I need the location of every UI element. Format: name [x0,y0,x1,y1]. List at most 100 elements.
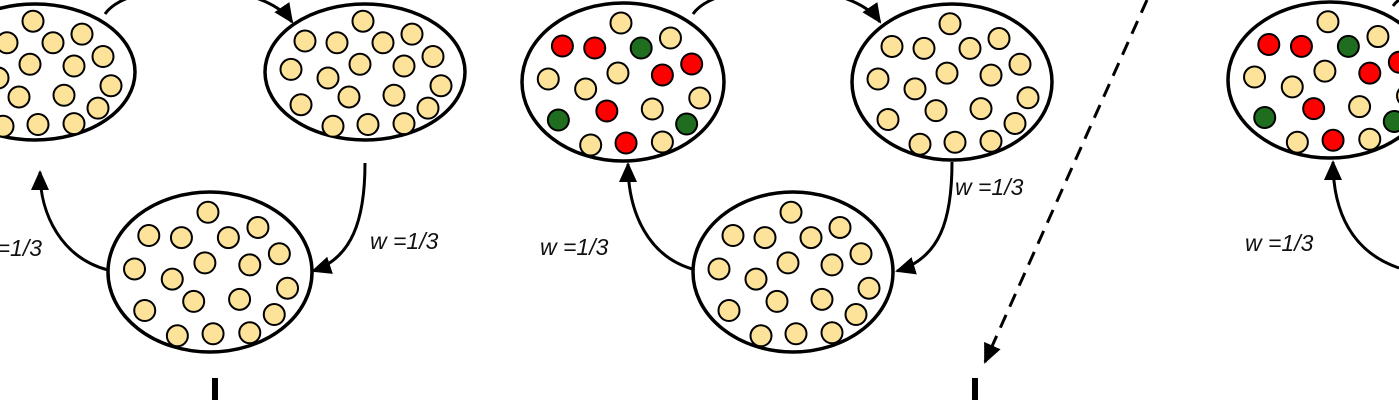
individual-neutral [820,321,844,345]
individual-neutral [293,29,317,53]
individual-neutral [62,54,86,78]
edge-weight-label: w =1/3 [1245,230,1314,256]
population-node [850,2,1054,162]
individual-neutral [416,96,440,120]
individual-neutral [0,114,15,138]
edge-arrow [103,0,294,24]
individual-neutral [429,74,453,98]
individual-neutral [721,224,745,248]
individual-neutral [289,93,313,117]
individual-neutral [165,324,189,348]
individual-red [614,131,638,155]
individual-neutral [640,97,664,121]
individual-neutral [753,226,777,250]
individual-neutral [228,287,252,311]
individual-green [1382,109,1399,133]
individual-neutral [810,287,834,311]
individual-neutral [828,215,852,239]
individual-neutral [262,303,286,327]
individual-neutral [216,226,240,250]
individual-neutral [1003,111,1027,135]
individual-neutral [133,298,157,322]
individual-green [629,36,653,60]
individual-neutral [238,321,262,345]
individual-neutral [137,224,161,248]
individual-red [1257,32,1281,56]
edge-arrow [1391,0,1399,7]
individual-neutral [196,200,220,224]
individual-neutral [857,276,881,300]
individual-neutral [400,22,424,46]
individual-red [1321,128,1345,152]
edge-weight-label: w =1/3 [0,235,42,261]
individual-neutral [356,113,380,137]
individual-neutral [938,12,962,36]
individual-neutral [123,257,147,281]
individual-neutral [21,9,45,33]
individual-green [675,112,699,136]
individual-neutral [321,114,345,138]
individual-neutral [749,324,773,348]
individual-neutral [1008,52,1032,76]
individual-neutral [574,77,598,101]
individual-neutral [1243,65,1267,89]
individual-neutral [765,289,789,313]
individual-neutral [717,298,741,322]
individual-neutral [707,257,731,281]
individual-neutral [41,31,65,55]
individual-neutral [912,36,936,60]
individual-red [650,63,674,87]
individual-neutral [776,251,800,275]
population-node [0,2,137,142]
individual-neutral [924,99,948,123]
individual-neutral [371,31,395,55]
individual-neutral [876,108,900,132]
individual-neutral [382,83,406,107]
individual-neutral [392,54,416,78]
individual-neutral [536,67,560,91]
individual-neutral [1316,10,1340,34]
individual-neutral [979,129,1003,153]
individual-neutral [99,74,123,98]
edge-arrow [311,162,367,274]
individual-neutral [1016,86,1040,110]
edge-weight-label: w =1/3 [370,228,439,254]
individual-green [1336,34,1360,58]
individual-neutral [70,22,94,46]
individual-red [550,34,574,58]
individual-neutral [316,66,340,90]
individual-neutral [238,253,262,277]
individual-red [583,36,607,60]
individual-neutral [7,85,31,109]
population-node [106,190,314,354]
individual-neutral [1348,95,1372,119]
individual-neutral [880,34,904,58]
individual-neutral [182,289,206,313]
individual-neutral [1313,59,1337,83]
individual-neutral [0,31,19,55]
individual-neutral [201,322,225,346]
individual-neutral [943,130,967,154]
individual-red [1387,50,1399,74]
individual-neutral [606,61,630,85]
edge-weight-label: w =1/3 [955,174,1024,200]
edge-arrow [619,162,697,272]
individual-neutral [1366,25,1390,49]
individual-neutral [903,77,927,101]
individual-neutral [609,11,633,35]
individual-neutral [52,83,76,107]
individual-neutral [844,303,868,327]
individual-neutral [866,67,890,91]
individual-neutral [849,242,873,266]
individual-neutral [784,322,808,346]
edge-weight-label: w =1/3 [540,234,609,260]
individual-neutral [935,61,959,85]
individual-neutral [799,226,823,250]
individual-neutral [0,66,10,90]
individual-neutral [979,63,1003,87]
individual-neutral [688,86,712,110]
individual-neutral [779,200,803,224]
population-node [263,2,467,142]
individual-neutral [908,132,932,156]
